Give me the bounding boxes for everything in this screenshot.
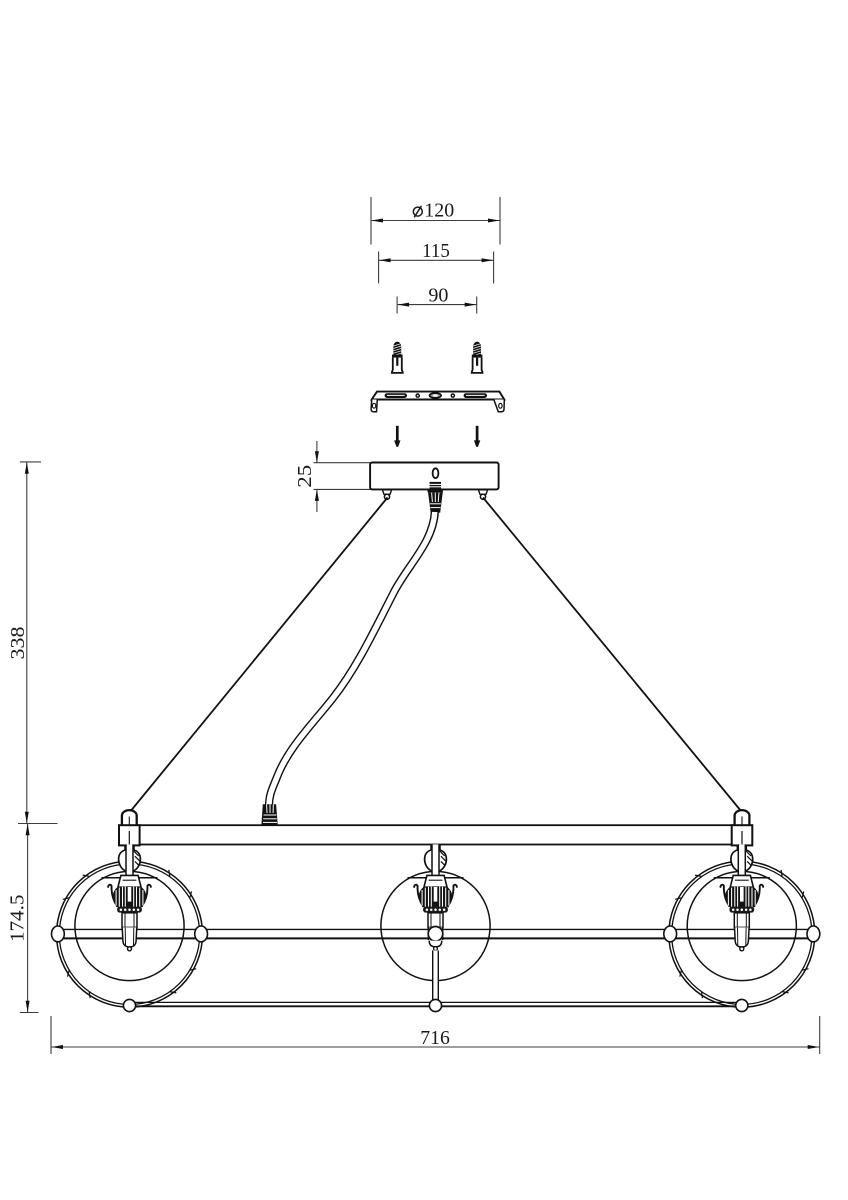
svg-text:25: 25 (294, 465, 316, 488)
svg-text:716: 716 (420, 1027, 450, 1049)
svg-text:338: 338 (7, 627, 29, 660)
svg-text:174.5: 174.5 (7, 895, 29, 943)
svg-text:90: 90 (428, 285, 448, 307)
svg-text:120: 120 (424, 199, 454, 221)
svg-text:115: 115 (422, 240, 450, 262)
